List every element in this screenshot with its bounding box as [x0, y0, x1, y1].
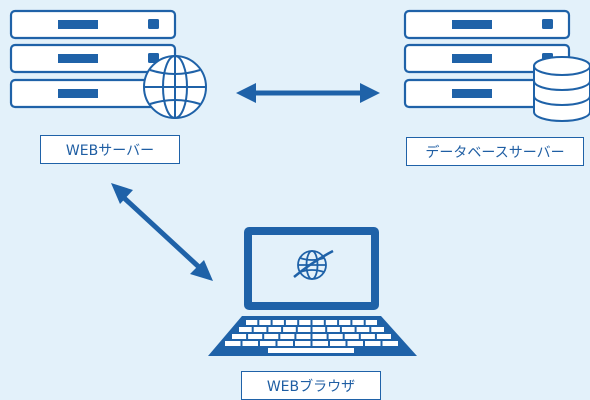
- keyboard-key: [268, 327, 282, 332]
- keyboard-key: [312, 341, 328, 346]
- laptop-icon: [208, 227, 417, 356]
- keyboard-key: [225, 341, 241, 346]
- keyboard-key: [328, 334, 343, 339]
- keyboard-spacebar: [268, 348, 354, 353]
- keyboard-key: [341, 327, 355, 332]
- keyboard-key: [339, 320, 351, 325]
- keyboard-key: [248, 334, 263, 339]
- web-server-label: WEBサーバー: [40, 135, 180, 164]
- web-browser-label: WEBブラウザ: [241, 371, 381, 400]
- keyboard-key: [382, 341, 398, 346]
- server-unit: [403, 78, 571, 109]
- keyboard-key: [365, 320, 377, 325]
- keyboard-key: [295, 341, 311, 346]
- database-server-label: データベースサーバー: [406, 137, 584, 166]
- keyboard-key: [312, 334, 327, 339]
- keyboard-key: [344, 334, 359, 339]
- keyboard-key: [296, 334, 311, 339]
- keyboard-key: [365, 341, 381, 346]
- keyboard-key: [299, 320, 311, 325]
- keyboard-key: [371, 327, 384, 332]
- keyboard-key: [327, 327, 340, 332]
- keyboard-key: [264, 334, 279, 339]
- keyboard-key: [356, 327, 370, 332]
- keyboard-key: [253, 327, 267, 332]
- server-unit: [403, 9, 571, 40]
- keyboard-key: [297, 327, 311, 332]
- keyboard-key: [259, 320, 271, 325]
- database-icon: [533, 56, 590, 122]
- keyboard-key: [347, 341, 363, 346]
- globe-icon: [143, 55, 207, 119]
- web-server-icon: [9, 9, 207, 119]
- keyboard-key: [330, 341, 346, 346]
- keyboard-key: [239, 327, 252, 332]
- server-unit: [9, 9, 177, 40]
- keyboard-key: [246, 320, 258, 325]
- keyboard-key: [242, 341, 258, 346]
- keyboard-key: [312, 327, 326, 332]
- keyboard-keys: [225, 320, 398, 353]
- double-arrow-diagonal: [111, 183, 213, 281]
- keyboard-key: [277, 341, 293, 346]
- keyboard-key: [376, 334, 391, 339]
- double-arrow-horizontal: [236, 83, 380, 103]
- keyboard-key: [283, 327, 296, 332]
- keyboard-key: [232, 334, 247, 339]
- keyboard-key: [352, 320, 364, 325]
- browser-globe-icon: [293, 249, 334, 280]
- keyboard-key: [280, 334, 295, 339]
- keyboard-key: [260, 341, 276, 346]
- keyboard-key: [360, 334, 375, 339]
- database-server-icon: [403, 9, 590, 122]
- keyboard-key: [272, 320, 284, 325]
- keyboard-key: [325, 320, 338, 325]
- keyboard-key: [312, 320, 324, 325]
- keyboard-key: [285, 320, 298, 325]
